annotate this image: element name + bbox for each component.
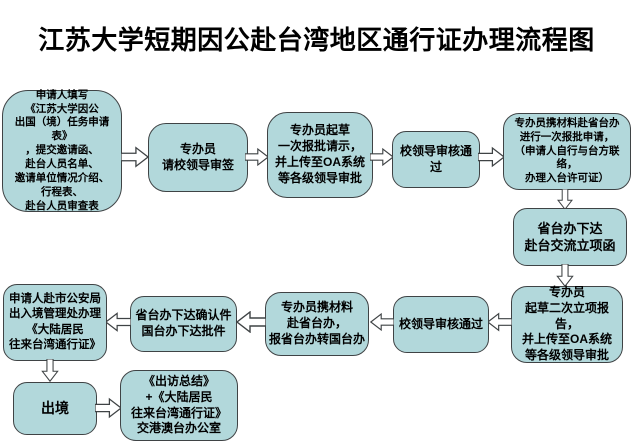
flow-arrow-right-4-icon bbox=[478, 146, 505, 168]
flow-arrow-left-4-icon bbox=[105, 312, 131, 332]
node-step12-exit: 出境 bbox=[13, 382, 97, 435]
node-step1-application-form: 申请人填写 《江苏大学因公 出国（境）任务申请表》 ，提交邀请函、 赴台人员名单… bbox=[2, 89, 122, 212]
node-step2-leader-sign: 专办员 请校领导审签 bbox=[148, 123, 248, 192]
node-step7-second-report-oa: 专办员 起草二次立项报告， 并上传至OA系统 等各级领导审批 bbox=[511, 285, 623, 363]
flow-arrow-down-1-icon bbox=[557, 189, 573, 210]
flow-arrow-left-2-icon bbox=[370, 312, 394, 332]
flow-arrow-right-2-icon bbox=[245, 147, 269, 167]
node-step3-first-report-oa: 专办员起草 一次报批请示， 并上传至OA系统 等各级领导审批 bbox=[267, 112, 373, 198]
page-title: 江苏大学短期因公赴台湾地区通行证办理流程图 bbox=[38, 26, 595, 55]
node-step13-summary-handover: 《出访总结》 +《大陆居民 往来台湾通行证》 交港澳台办公室 bbox=[120, 370, 238, 441]
node-step6-project-letter: 省台办下达 赴台交流立项函 bbox=[513, 208, 627, 266]
node-step5-provincial-taiwan-office: 专办员携材料赴省台办 进行一次报批申请， （申请人自行与台方联络， 办理入台许可… bbox=[503, 113, 631, 190]
node-step11-public-security-bureau: 申请人赴市公安局 出入境管理处办理 《大陆居民 往来台湾通行证》 bbox=[3, 284, 107, 361]
flow-arrow-right-3-icon bbox=[370, 147, 394, 167]
flow-arrow-left-3-icon bbox=[236, 311, 266, 333]
flow-arrow-left-1-icon bbox=[487, 312, 512, 332]
flow-arrow-down-2-icon bbox=[556, 264, 574, 287]
node-step9-report-to-national-office: 专办员携材料 赴省台办， 报省台办转国台办 bbox=[265, 292, 369, 356]
node-step10-confirmation-approval: 省台办下达确认件 国台办下达批件 bbox=[130, 296, 237, 352]
flow-arrow-right-1-icon bbox=[121, 146, 149, 168]
node-step4-leader-approve: 校领导审核通过 bbox=[392, 131, 480, 188]
flow-arrow-down-3-icon bbox=[41, 359, 59, 382]
node-step8-leader-approve-2: 校领导审核通过 bbox=[393, 296, 489, 353]
flow-arrow-right-5-icon bbox=[95, 397, 122, 419]
